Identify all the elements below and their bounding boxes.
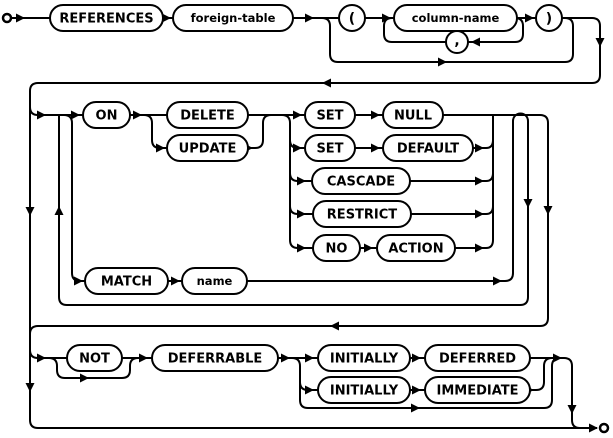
node-restrict: RESTRICT bbox=[312, 200, 412, 228]
node-update: UPDATE bbox=[166, 134, 249, 162]
wire-paren-bypass bbox=[321, 17, 574, 63]
wire-main-top-and-wrap bbox=[11, 17, 601, 359]
node-foreign-table-label: foreign-table bbox=[191, 11, 276, 25]
start-terminal bbox=[1, 12, 13, 24]
node-no: NO bbox=[312, 234, 361, 262]
wire-immediate-join bbox=[535, 357, 553, 391]
node-name-label: name bbox=[197, 274, 233, 288]
node-default: DEFAULT bbox=[382, 134, 474, 162]
wire-deferrable-bypass-join bbox=[543, 357, 561, 409]
wire-action-collector bbox=[485, 115, 494, 249]
node-references: REFERENCES bbox=[49, 4, 164, 32]
node-open-paren-label: ( bbox=[349, 11, 355, 27]
node-not-label: NOT bbox=[79, 352, 110, 367]
wire-initially-branch bbox=[291, 357, 544, 409]
node-set-default-set: SET bbox=[304, 134, 356, 162]
node-column-name: column-name bbox=[393, 4, 518, 32]
node-initially-deferred-initially: INITIALLY bbox=[317, 344, 411, 372]
node-immediate-label: IMMEDIATE bbox=[436, 384, 518, 399]
node-immediate: IMMEDIATE bbox=[424, 376, 531, 404]
node-on-label: ON bbox=[96, 109, 118, 124]
node-default-label: DEFAULT bbox=[397, 142, 459, 157]
node-restrict-label: RESTRICT bbox=[327, 208, 398, 223]
node-foreign-table: foreign-table bbox=[172, 4, 294, 32]
node-match-label: MATCH bbox=[101, 275, 152, 290]
node-deferred: DEFERRED bbox=[424, 344, 531, 372]
wire-not-bypass bbox=[48, 357, 139, 379]
node-delete-label: DELETE bbox=[180, 109, 235, 124]
node-deferrable: DEFERRABLE bbox=[151, 344, 279, 372]
node-delete: DELETE bbox=[166, 101, 249, 129]
node-column-name-label: column-name bbox=[412, 11, 500, 25]
node-initially1-label: INITIALLY bbox=[330, 352, 399, 367]
node-match: MATCH bbox=[84, 267, 169, 295]
node-comma-label: , bbox=[454, 33, 459, 49]
connector-lines bbox=[11, 17, 601, 429]
node-open-paren: ( bbox=[338, 4, 366, 32]
wire-match-loop bbox=[58, 112, 529, 306]
node-set-null-set: SET bbox=[304, 101, 356, 129]
node-set2-label: SET bbox=[316, 142, 343, 157]
node-not: NOT bbox=[66, 344, 123, 372]
node-null: NULL bbox=[382, 101, 444, 129]
node-deferrable-label: DEFERRABLE bbox=[168, 352, 263, 367]
node-comma: , bbox=[445, 30, 469, 54]
node-action: ACTION bbox=[376, 234, 456, 262]
end-terminal bbox=[598, 422, 610, 434]
node-close-paren-label: ) bbox=[546, 11, 552, 27]
node-on: ON bbox=[82, 101, 131, 129]
node-null-label: NULL bbox=[394, 109, 432, 124]
node-update-label: UPDATE bbox=[179, 142, 237, 157]
node-cascade-label: CASCADE bbox=[327, 175, 395, 190]
node-set1-label: SET bbox=[316, 109, 343, 124]
node-close-paren: ) bbox=[535, 4, 563, 32]
wire-on-row-and-exit bbox=[29, 106, 549, 335]
node-references-label: REFERENCES bbox=[59, 12, 153, 27]
node-initially2-label: INITIALLY bbox=[330, 384, 399, 399]
node-action-label: ACTION bbox=[388, 242, 443, 257]
wire-bottom-line bbox=[29, 350, 597, 429]
node-initially-immediate-initially: INITIALLY bbox=[317, 376, 411, 404]
node-deferred-label: DEFERRED bbox=[439, 352, 516, 367]
node-no-label: NO bbox=[326, 242, 348, 257]
node-cascade: CASCADE bbox=[311, 167, 411, 195]
node-name: name bbox=[181, 267, 248, 295]
